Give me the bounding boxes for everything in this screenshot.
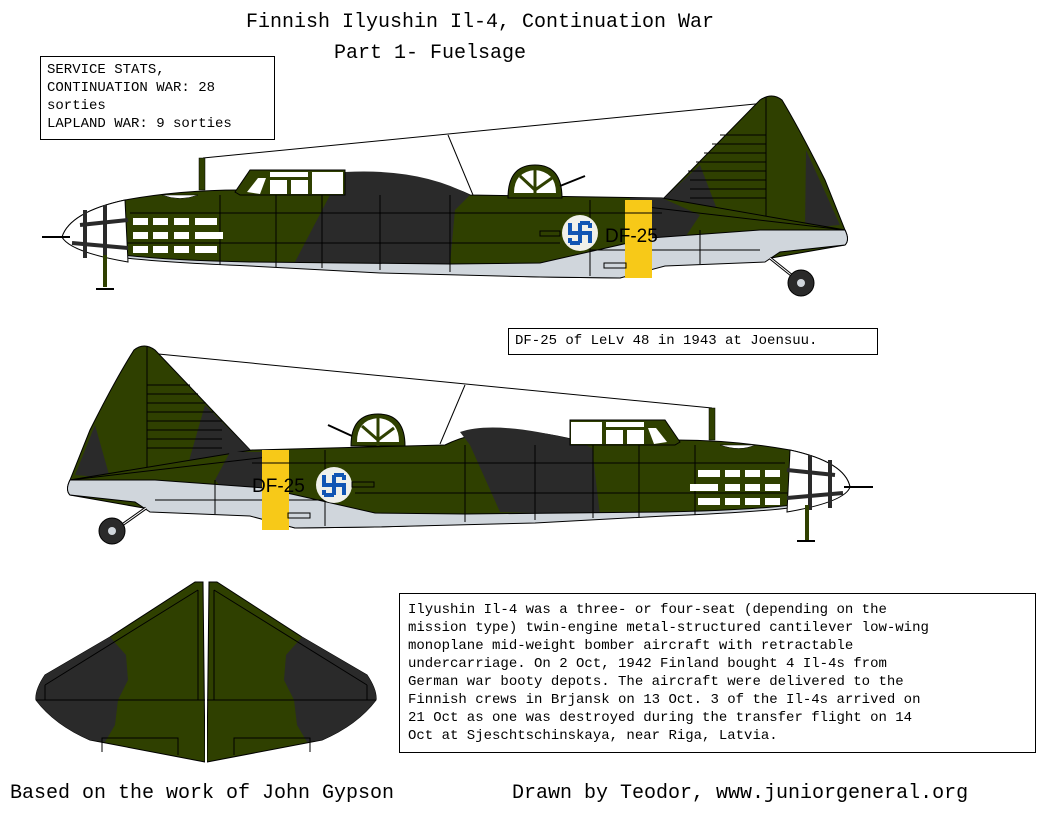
page-subtitle: Part 1- Fuelsage	[333, 42, 527, 65]
swastika-insignia-icon	[568, 221, 592, 245]
fuselage-profile-right: DF-25	[67, 345, 873, 545]
fuselage-profile-left: DF-25	[42, 95, 848, 297]
credit-based-on: Based on the work of John Gypson	[10, 782, 395, 805]
swastika-insignia-icon	[322, 473, 346, 497]
page-title: Finnish Ilyushin Il-4, Continuation War	[245, 11, 715, 34]
tailplane-top-view	[35, 580, 377, 764]
service-stats-box: SERVICE STATS, CONTINUATION WAR: 28 sort…	[40, 56, 275, 140]
registration-code-bottom: DF-25	[252, 476, 305, 497]
registration-code-top: DF-25	[605, 226, 658, 247]
credit-drawn-by: Drawn by Teodor, www.juniorgeneral.org	[512, 782, 969, 805]
aircraft-caption: DF-25 of LeLv 48 in 1943 at Joensuu.	[508, 328, 878, 355]
description-box: Ilyushin Il-4 was a three- or four-seat …	[399, 593, 1036, 753]
